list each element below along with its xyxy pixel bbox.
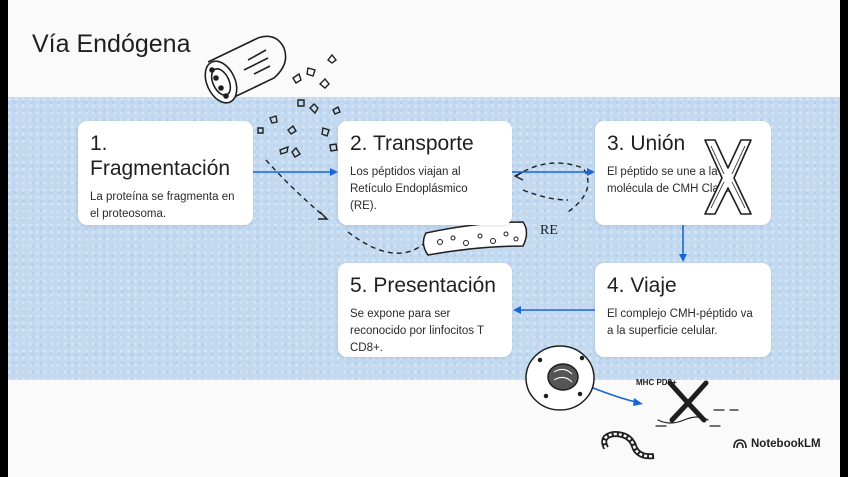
peptide-fragments-sketch	[257, 53, 341, 158]
er-sketch	[422, 221, 528, 256]
page-title: Vía Endógena	[32, 30, 191, 58]
step-text: Los péptidos viajan al Retículo Endoplás…	[350, 166, 468, 212]
step-card-travel: 4. Viaje El complejo CMH-péptido va a la…	[595, 263, 771, 357]
step-heading: 5. Presentación	[350, 274, 496, 297]
brand-name: NotebookLM	[751, 438, 821, 450]
flow-arrows	[253, 168, 687, 406]
step-card-transport: 2. Transporte Los péptidos viajan al Ret…	[338, 121, 512, 225]
step-text: Se expone para ser reconocido por linfoc…	[350, 308, 484, 354]
step-heading: 4. Viaje	[607, 274, 677, 297]
step-text: El complejo CMH-péptido va a la superfic…	[607, 308, 753, 337]
step-card-union: 3. Unión El péptido se une a la molécula…	[595, 121, 771, 225]
brand-logo: NotebookLM	[733, 438, 821, 450]
cell-sketch	[525, 345, 595, 411]
notebooklm-icon	[733, 439, 747, 449]
step-card-fragmentation: 1. Fragmentación La proteína se fragment…	[78, 121, 253, 225]
step-heading: 1. Fragmentación	[90, 132, 231, 181]
slide: Vía Endógena	[8, 0, 840, 477]
mhc-label: MHC PD8+	[636, 378, 677, 387]
er-label: RE	[540, 223, 558, 238]
dashed-path	[265, 159, 327, 219]
step-text: El péptido se une a la molécula de CMH C…	[607, 166, 741, 195]
mhc-surface-sketch	[655, 380, 739, 427]
step-heading: 2. Transporte	[350, 132, 474, 155]
sketch-layer: RE	[204, 35, 739, 460]
step-text: La proteína se fragmenta en el proteosom…	[90, 191, 235, 221]
step-card-presentation: 5. Presentación Se expone para ser recon…	[338, 263, 512, 357]
step-heading: 3. Unión	[607, 132, 686, 155]
proteasome-sketch	[204, 35, 287, 104]
